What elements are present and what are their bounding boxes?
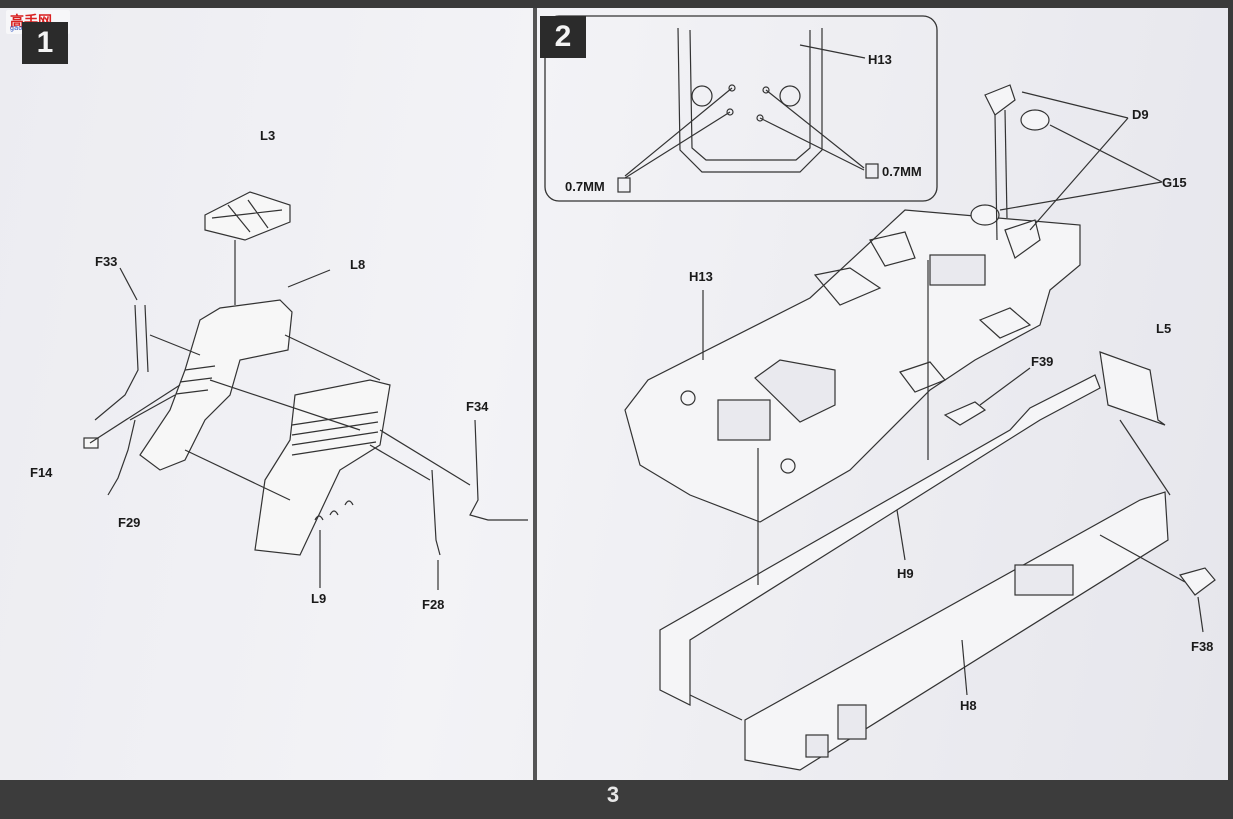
part-label-f38: F38 xyxy=(1191,639,1214,654)
step-2-badge: 2 xyxy=(540,16,586,58)
part-label-h9: H9 xyxy=(897,566,914,581)
part-label-f34: F34 xyxy=(466,399,489,414)
part-label-d9: D9 xyxy=(1132,107,1149,122)
part-label-f14: F14 xyxy=(30,465,53,480)
page-gutter xyxy=(533,8,537,780)
page-footer xyxy=(0,780,1233,819)
part-label-l9: L9 xyxy=(311,591,327,606)
step-1-badge: 1 xyxy=(22,22,68,64)
drill-note-right: 0.7MM xyxy=(882,164,922,179)
part-label-l3: L3 xyxy=(260,128,276,143)
part-label-h8: H8 xyxy=(960,698,977,713)
part-label-g15: G15 xyxy=(1162,175,1187,190)
part-label-f29: F29 xyxy=(118,515,141,530)
part-label-f28: F28 xyxy=(422,597,445,612)
part-label-f33: F33 xyxy=(95,254,118,269)
part-label-h13: H13 xyxy=(689,269,713,284)
part-label-l8: L8 xyxy=(350,257,366,272)
part-label-l5: L5 xyxy=(1156,321,1172,336)
part-label-h13-detail: H13 xyxy=(868,52,892,67)
part-label-f39: F39 xyxy=(1031,354,1054,369)
drill-note-left: 0.7MM xyxy=(565,179,605,194)
page-number: 3 xyxy=(606,782,620,807)
